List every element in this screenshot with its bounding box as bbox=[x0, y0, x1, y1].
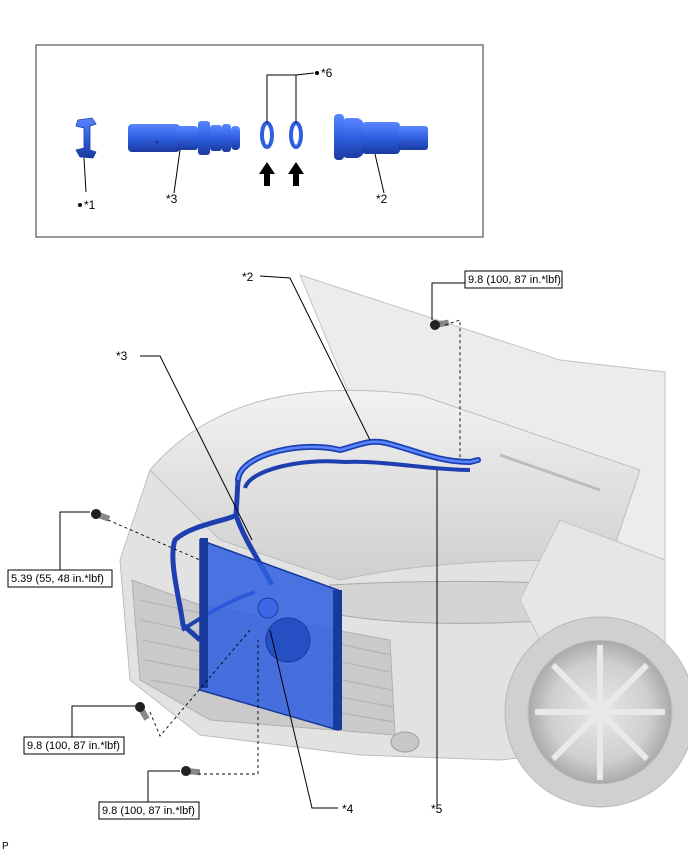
label-part-3: *3 bbox=[166, 192, 178, 206]
torque-box-2: 5.39 (55, 48 in.*lbf) bbox=[7, 569, 113, 588]
callout-3: *3 bbox=[116, 349, 128, 363]
torque-value: 9.8 (100, 87 in.*lbf) bbox=[27, 740, 120, 752]
callout-5: *5 bbox=[431, 802, 443, 816]
callout-2: *2 bbox=[242, 270, 254, 284]
clip-part bbox=[75, 117, 97, 159]
figure-code: P bbox=[2, 841, 9, 852]
callout-4: *4 bbox=[342, 802, 354, 816]
bolt-icon bbox=[430, 319, 450, 330]
torque-box-3: 9.8 (100, 87 in.*lbf) bbox=[23, 736, 125, 755]
exploded-view-inset: *1 *3 *6 *2 bbox=[35, 44, 484, 238]
torque-value: 9.8 (100, 87 in.*lbf) bbox=[468, 274, 561, 286]
arrow-up-icon bbox=[259, 162, 275, 186]
label-part-6: *6 bbox=[321, 66, 333, 80]
bolt-icon bbox=[181, 766, 201, 776]
torque-box-4: 9.8 (100, 87 in.*lbf) bbox=[98, 801, 200, 820]
torque-value: 9.8 (100, 87 in.*lbf) bbox=[102, 805, 195, 817]
torque-value: 5.39 (55, 48 in.*lbf) bbox=[11, 573, 104, 585]
arrow-up-icon bbox=[288, 162, 304, 186]
ac-condenser bbox=[199, 538, 342, 731]
label-part-2: *2 bbox=[376, 192, 388, 206]
bolt-icon bbox=[135, 702, 150, 721]
hose-connector-part bbox=[334, 114, 428, 160]
pipe-end-part bbox=[128, 121, 240, 155]
torque-box-1: 9.8 (100, 87 in.*lbf) bbox=[464, 270, 563, 289]
label-part-1: *1 bbox=[84, 198, 96, 212]
bolt-icon bbox=[91, 509, 111, 522]
